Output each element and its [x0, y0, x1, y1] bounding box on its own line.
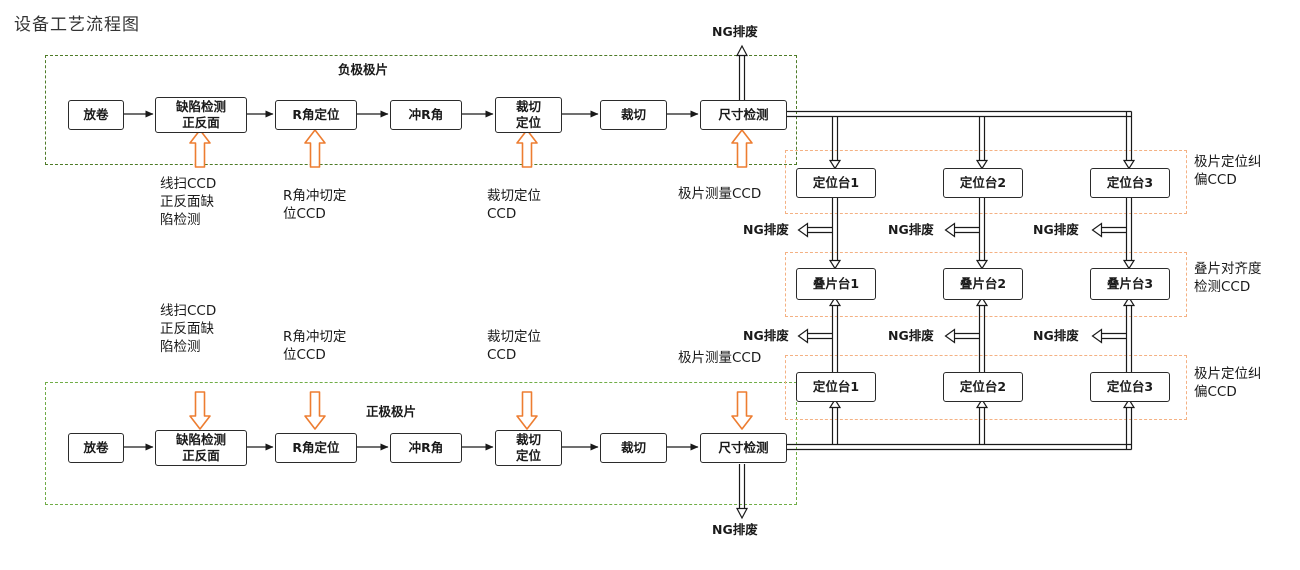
positioning-bottom-boundary [785, 355, 1187, 420]
negative-line-label: 负极极片 [338, 62, 389, 77]
ccd-arrow-down-rcorner [304, 391, 326, 430]
stacking-stage-2: 叠片台2 [943, 268, 1023, 300]
negative-feed-connector [787, 110, 1136, 170]
stacking-stage-3: 叠片台3 [1090, 268, 1170, 300]
pos-ccd-label-measure: 极片测量CCD [678, 350, 762, 366]
positioning-stage-top-2: 定位台2 [943, 168, 1023, 198]
neg-ccd-label-measure: 极片测量CCD [678, 186, 762, 202]
ccd-arrow-up-size [731, 129, 753, 168]
pos-ccd-label-cut: 裁切定位 CCD [487, 329, 541, 363]
positioning-stage-top-3: 定位台3 [1090, 168, 1170, 198]
positive-line-label: 正极极片 [366, 404, 417, 419]
negative-line-boundary [45, 55, 797, 165]
ng-label-upper-1: NG排废 [743, 222, 789, 237]
neg-box-cut-position: 裁切 定位 [495, 97, 562, 133]
neg-box-punch-rcorner: 冲R角 [390, 100, 462, 130]
ccd-arrow-down-size [731, 391, 753, 430]
positioning-stage-bottom-2: 定位台2 [943, 372, 1023, 402]
ccd-arrow-down-cut [516, 391, 538, 430]
positive-line-boundary [45, 382, 797, 505]
ccd-arrows-positive [189, 391, 753, 430]
neg-box-unwind: 放卷 [68, 100, 124, 130]
ng-arrows-lower [797, 328, 1127, 344]
ng-label-bottom: NG排废 [712, 522, 758, 537]
neg-box-defect-check: 缺陷检测 正反面 [155, 97, 247, 133]
ccd-arrow-up-rcorner [304, 129, 326, 168]
stack-connectors-down [828, 196, 1136, 270]
stacking-ccd-label: 叠片对齐度 检测CCD [1194, 261, 1262, 295]
pos-box-cut-position: 裁切 定位 [495, 430, 562, 466]
pos-ccd-label-linescan: 线扫CCD 正反面缺 陷检测 [160, 303, 217, 355]
ccd-arrow-down-defect [189, 391, 211, 430]
ng-label-lower-2: NG排废 [888, 328, 934, 343]
neg-box-size-check: 尺寸检测 [700, 100, 787, 130]
stacking-boundary [785, 252, 1187, 317]
positioning-stage-top-1: 定位台1 [796, 168, 876, 198]
pos-box-unwind: 放卷 [68, 433, 124, 463]
neg-ccd-label-cut: 裁切定位 CCD [487, 188, 541, 222]
neg-ccd-label-linescan: 线扫CCD 正反面缺 陷检测 [160, 176, 217, 228]
positioning-stage-bottom-3: 定位台3 [1090, 372, 1170, 402]
positive-feed-connector [787, 398, 1136, 451]
positioning-bottom-ccd-label: 极片定位纠 偏CCD [1194, 366, 1262, 400]
stacking-stage-1: 叠片台1 [796, 268, 876, 300]
ccd-arrows-negative [189, 129, 753, 168]
ng-label-top: NG排废 [712, 24, 758, 39]
stack-connectors-up [828, 296, 1136, 372]
positioning-stage-bottom-1: 定位台1 [796, 372, 876, 402]
positioning-top-ccd-label: 极片定位纠 偏CCD [1194, 154, 1262, 188]
ng-connector-top [736, 44, 748, 100]
pos-box-defect-check: 缺陷检测 正反面 [155, 430, 247, 466]
positioning-top-boundary [785, 150, 1187, 214]
ng-label-upper-3: NG排废 [1033, 222, 1079, 237]
neg-box-rcorner-position: R角定位 [275, 100, 357, 130]
diagram-title: 设备工艺流程图 [14, 15, 140, 35]
pos-ccd-label-rcorner: R角冲切定 位CCD [283, 329, 347, 363]
neg-box-cut: 裁切 [600, 100, 667, 130]
ng-label-upper-2: NG排废 [888, 222, 934, 237]
neg-ccd-label-rcorner: R角冲切定 位CCD [283, 188, 347, 222]
ng-label-lower-1: NG排废 [743, 328, 789, 343]
ccd-arrow-up-cut [516, 129, 538, 168]
ccd-arrow-up-defect [189, 129, 211, 168]
ng-connector-bottom [736, 464, 748, 520]
pos-box-rcorner-position: R角定位 [275, 433, 357, 463]
pos-box-cut: 裁切 [600, 433, 667, 463]
ng-label-lower-3: NG排废 [1033, 328, 1079, 343]
pos-box-punch-rcorner: 冲R角 [390, 433, 462, 463]
ng-arrows-upper [797, 222, 1127, 238]
pos-box-size-check: 尺寸检测 [700, 433, 787, 463]
